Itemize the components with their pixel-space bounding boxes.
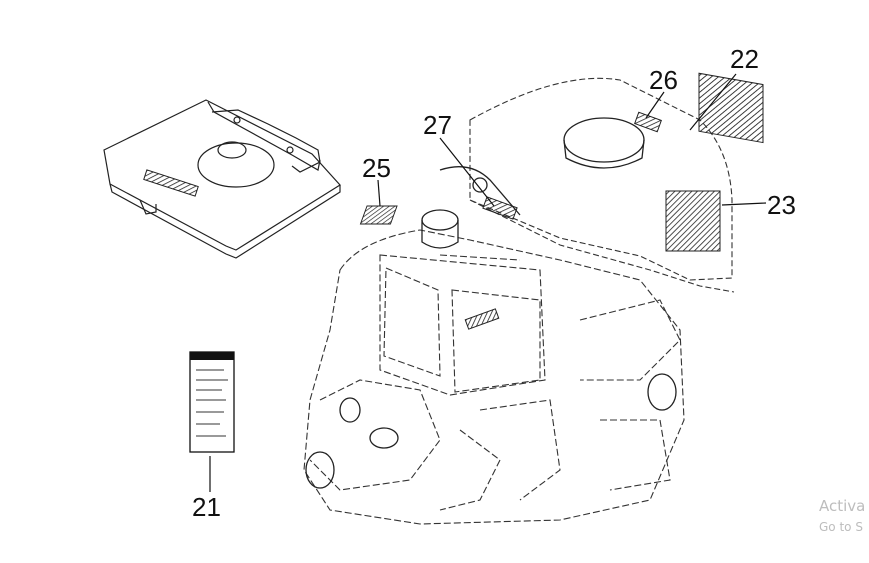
decal-22 [698, 72, 764, 144]
top-cover-plate [103, 99, 341, 259]
decal-26 [634, 111, 662, 133]
activation-watermark-title: Activa [819, 497, 866, 515]
oil-filler-cap [421, 209, 459, 231]
callout-25: 25 [362, 153, 391, 183]
callout-26: 26 [649, 65, 678, 95]
owners-manual [189, 351, 235, 453]
leader-lines [209, 73, 767, 492]
callout-27: 27 [423, 110, 452, 140]
callout-22: 22 [730, 44, 759, 74]
shaft-end [647, 373, 677, 411]
fuel-tank [469, 77, 735, 293]
decal-on-tank-side [464, 308, 500, 330]
decal-23 [665, 190, 721, 252]
decal-on-cover [143, 169, 199, 197]
decal-27 [482, 196, 518, 220]
activation-watermark-subtitle: Go to S [819, 520, 863, 534]
fuel-cap [563, 117, 645, 163]
callout-23: 23 [767, 190, 796, 220]
engine-body [303, 229, 685, 525]
decal-25 [359, 205, 398, 225]
callout-21: 21 [192, 492, 221, 522]
drain-plug [369, 427, 399, 449]
